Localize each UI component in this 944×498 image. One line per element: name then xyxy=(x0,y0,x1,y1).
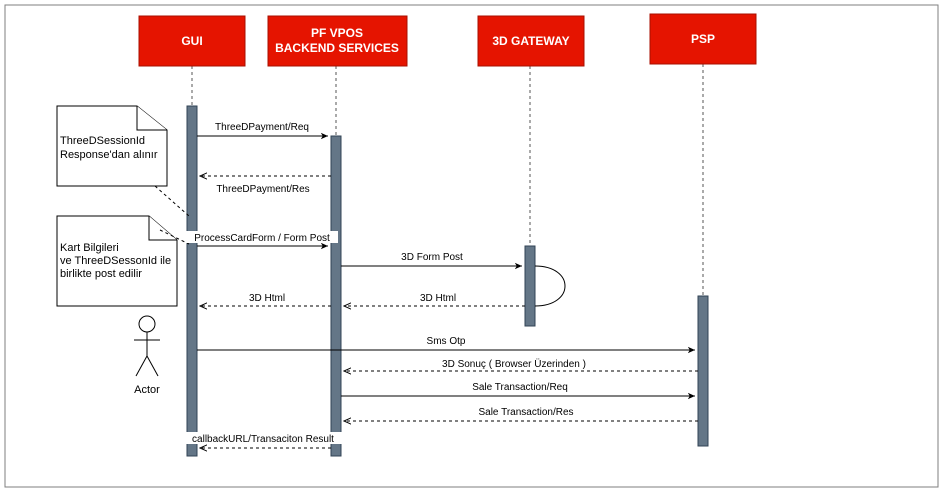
message-label: Sale Transaction/Res xyxy=(478,407,573,418)
message-label-background xyxy=(184,432,342,444)
gateway-activation-bar xyxy=(524,245,536,327)
participant-backend-label-line2: BACKEND SERVICES xyxy=(275,41,399,55)
actor-label: Actor xyxy=(134,384,160,396)
message-sale-transaction-res: Sale Transaction/Res xyxy=(344,407,698,421)
message-3d-sonuc: 3D Sonuç ( Browser Üzerinden ) xyxy=(344,358,698,371)
note-card-fold xyxy=(148,216,177,241)
message-label: ThreeDPayment/Req xyxy=(215,122,309,133)
message-label: ProcessCardForm / Form Post xyxy=(194,233,330,244)
participant-backend-label-line1: PF VPOS xyxy=(311,26,363,40)
message-threedpayment-req: ThreeDPayment/Req xyxy=(197,122,328,140)
psp-activation-bar xyxy=(697,295,709,447)
message-label: 3D Html xyxy=(249,293,285,304)
message-label: Sms Otp xyxy=(427,336,466,347)
message-label: ThreeDPayment/Res xyxy=(216,184,309,195)
message-label-background xyxy=(186,231,338,243)
participant-gateway[interactable]: 3D GATEWAY xyxy=(477,15,585,67)
note-card-body xyxy=(56,215,178,307)
message-label: 3D Form Post xyxy=(401,252,463,263)
participant-gui[interactable]: GUI xyxy=(138,15,246,67)
note-card-line3: birlikte post edilir xyxy=(60,268,142,280)
note-session-line1: ThreeDSessionId xyxy=(60,135,145,147)
participant-gui-box xyxy=(138,15,246,67)
actor-head xyxy=(138,315,156,333)
participant-psp-label: PSP xyxy=(691,32,715,46)
participant-gui-label: GUI xyxy=(181,34,202,48)
note-card-line1: Kart Bilgileri xyxy=(60,242,119,254)
note-card-info: Kart Bilgileri ve ThreeDSessonId ile bir… xyxy=(56,215,190,307)
note-session-line2: Response'dan alınır xyxy=(60,149,158,161)
message-sms-otp: Sms Otp xyxy=(197,336,695,354)
actor-left-leg xyxy=(135,355,148,377)
message-3d-form-post: 3D Form Post xyxy=(341,252,522,270)
gui-activation-bar xyxy=(186,105,198,457)
message-3d-html-gateway: 3D Html xyxy=(344,293,525,306)
note-card-line2: ve ThreeDSessonId ile xyxy=(60,255,171,267)
message-label: Sale Transaction/Req xyxy=(472,382,568,393)
note-session-link xyxy=(154,185,190,217)
participant-gateway-box xyxy=(477,15,585,67)
message-processcardform: ProcessCardForm / Form Post xyxy=(186,231,338,250)
message-3d-html-backend: 3D Html xyxy=(200,293,331,306)
actor-right-leg xyxy=(146,355,159,377)
participant-backend[interactable]: PF VPOS BACKEND SERVICES xyxy=(267,15,408,67)
message-label: 3D Html xyxy=(420,293,456,304)
participant-gateway-label: 3D GATEWAY xyxy=(492,34,569,48)
message-label: callbackURL/Transaciton Result xyxy=(192,434,334,445)
note-session-fold xyxy=(136,106,167,131)
message-sale-transaction-req: Sale Transaction/Req xyxy=(341,382,695,400)
message-label: 3D Sonuç ( Browser Üzerinden ) xyxy=(442,358,586,370)
participant-psp[interactable]: PSP xyxy=(649,13,757,65)
actor: Actor xyxy=(134,315,160,396)
message-threedpayment-res: ThreeDPayment/Res xyxy=(200,176,331,195)
note-session-id: ThreeDSessionId Response'dan alınır xyxy=(56,105,190,217)
message-callback-result: callbackURL/Transaciton Result xyxy=(184,432,342,448)
participant-backend-box xyxy=(267,15,408,67)
note-card-link xyxy=(159,229,190,245)
gateway-self-loop xyxy=(534,265,566,307)
backend-activation-bar xyxy=(330,135,342,457)
participant-psp-box xyxy=(649,13,757,65)
